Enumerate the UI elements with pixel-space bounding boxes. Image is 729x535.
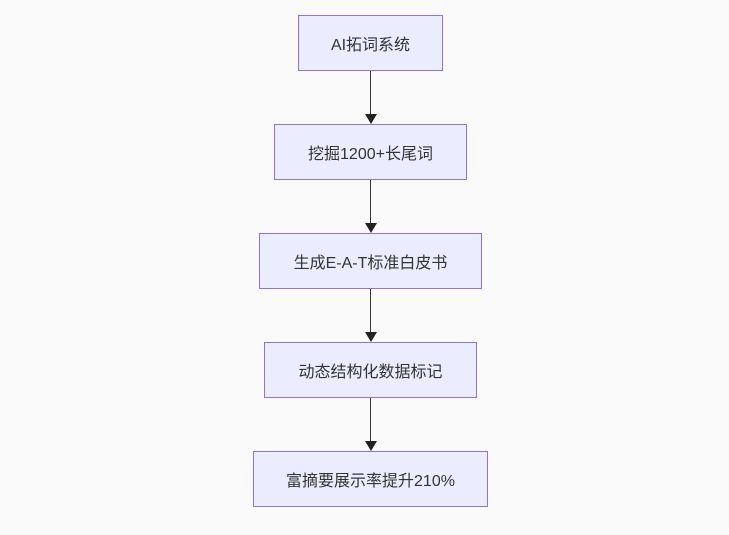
arrow-line	[369, 289, 372, 333]
arrow-line	[369, 71, 372, 115]
node-label: 挖掘1200+长尾词	[308, 146, 433, 163]
flowchart-node-structured-data-markup: 动态结构化数据标记	[264, 342, 477, 398]
arrowhead-down-icon	[364, 441, 377, 451]
arrowhead-down-icon	[364, 114, 377, 124]
flowchart-node-ai-word-expansion: AI拓词系统	[298, 15, 443, 71]
node-label: 生成E-A-T标准白皮书	[293, 255, 448, 272]
node-label: 动态结构化数据标记	[298, 364, 443, 381]
arrowhead-down-icon	[364, 332, 377, 342]
node-label: 富摘要展示率提升210%	[286, 473, 455, 490]
flowchart-node-rich-snippet-uplift: 富摘要展示率提升210%	[253, 451, 488, 507]
node-label: AI拓词系统	[330, 37, 411, 54]
arrow-line	[369, 398, 372, 442]
flow-arrow	[364, 180, 377, 233]
arrow-line	[369, 180, 372, 224]
flow-arrow	[364, 398, 377, 451]
flow-arrow	[364, 289, 377, 342]
flowchart-node-eat-whitepaper: 生成E-A-T标准白皮书	[259, 233, 482, 289]
flow-arrow	[364, 71, 377, 124]
flowchart: AI拓词系统 挖掘1200+长尾词 生成E-A-T标准白皮书 动态结构化数据标记	[253, 15, 488, 507]
arrowhead-down-icon	[364, 223, 377, 233]
flowchart-node-longtail-mining: 挖掘1200+长尾词	[274, 124, 467, 180]
